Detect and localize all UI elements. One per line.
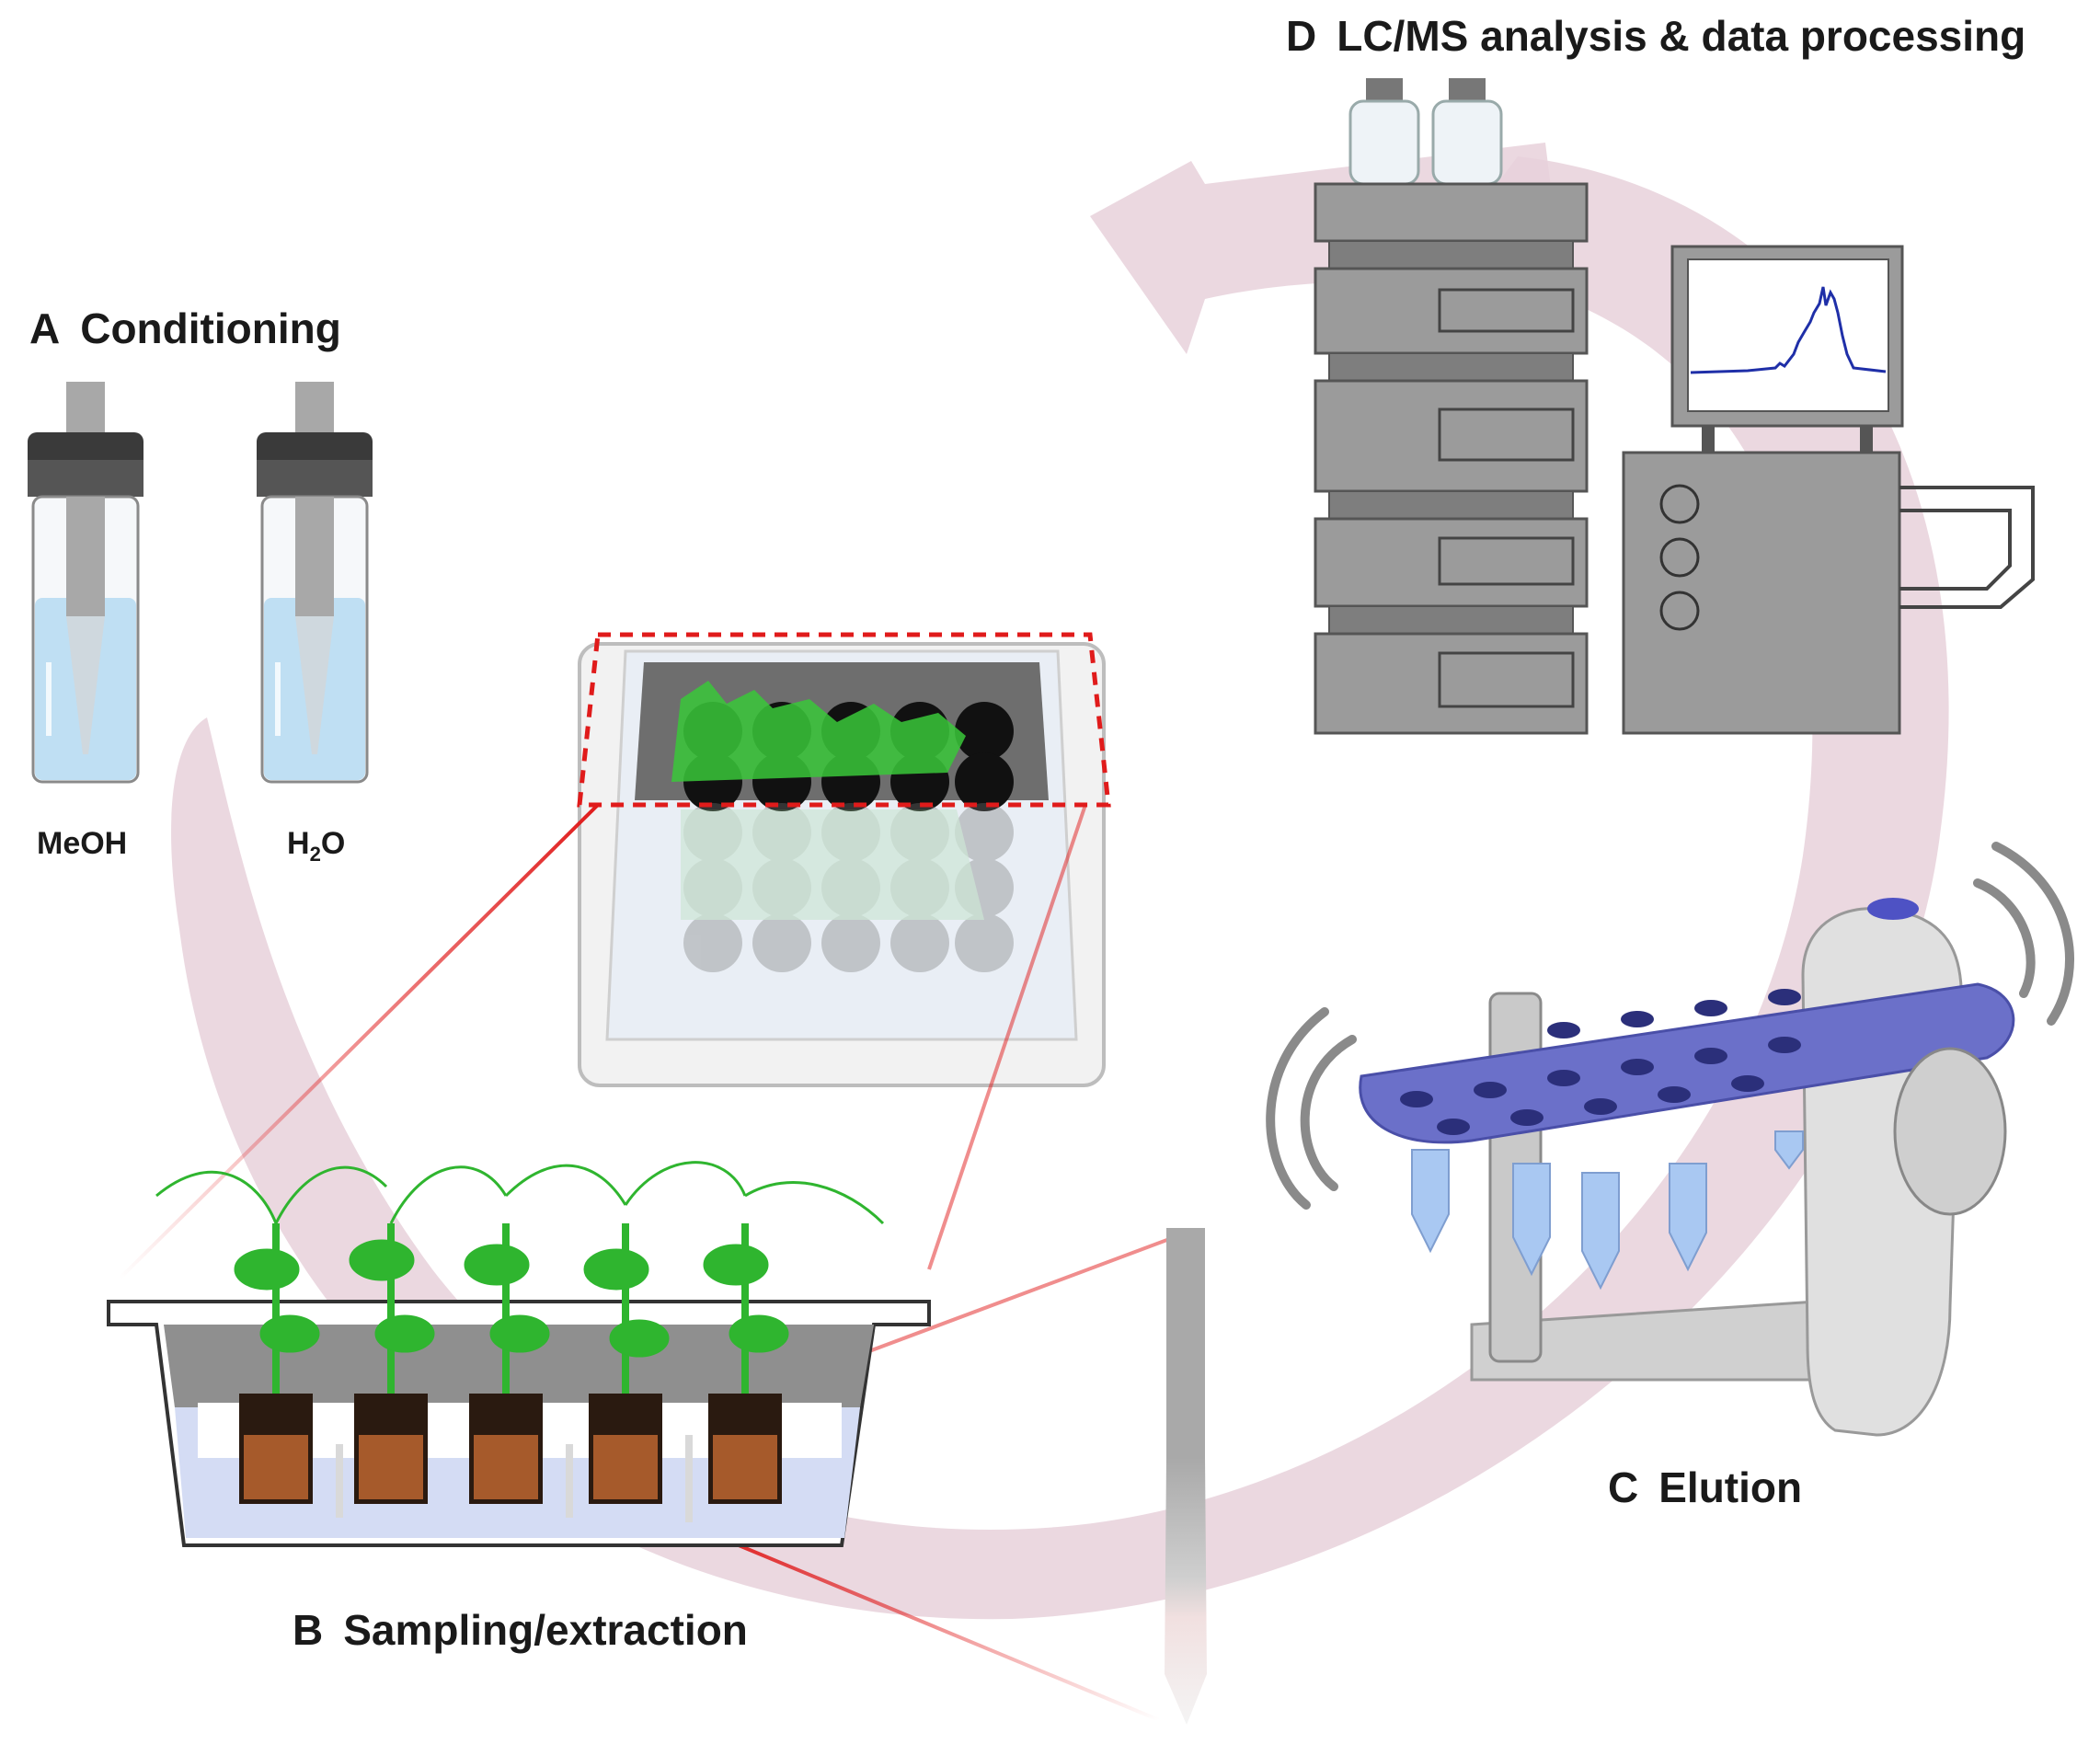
step-a-label: A Conditioning [29,304,341,353]
zoom-selection-box [577,632,1111,808]
h2o-label-o: O [320,826,346,861]
h2o-label: H2O [287,826,345,866]
lc-stack [1314,78,1589,735]
tray-pots-highlight [671,681,1014,811]
solvent-bottles [1348,78,1503,186]
step-a-title: Conditioning [80,304,341,352]
pea-plants [155,1161,885,1394]
chromatogram-trace [1690,286,1887,374]
tube-rotator [1266,842,2074,1437]
h2o-label-h: H [287,826,310,861]
step-a-letter: A [29,304,61,352]
centrifuge-tubes [1411,1130,1804,1291]
sampling-tip [1165,1228,1207,1725]
step-c-title: Elution [1658,1463,1803,1511]
step-d-letter: D [1286,12,1317,60]
step-c-label: C Elution [1608,1463,1802,1512]
plant-pots [239,1394,782,1504]
h2o-vial [257,382,373,784]
meoh-vial [28,382,143,784]
tray-pots-faded [681,803,1014,972]
step-b-label: B Sampling/extraction [293,1605,748,1655]
step-d-label: D LC/MS analysis & data processing [1286,11,2025,61]
mass-spectrometer [1622,245,2035,735]
step-b-letter: B [293,1606,324,1654]
step-d-title: LC/MS analysis & data processing [1337,12,2026,60]
hydroponic-tray-top [577,632,1111,1087]
step-c-letter: C [1608,1463,1639,1511]
sampling-needles [336,1435,693,1522]
hydroponic-tray-side [107,1161,931,1547]
step-b-title: Sampling/extraction [343,1606,748,1654]
h2o-label-subscript: 2 [309,842,321,866]
meoh-label: MeOH [37,826,128,861]
